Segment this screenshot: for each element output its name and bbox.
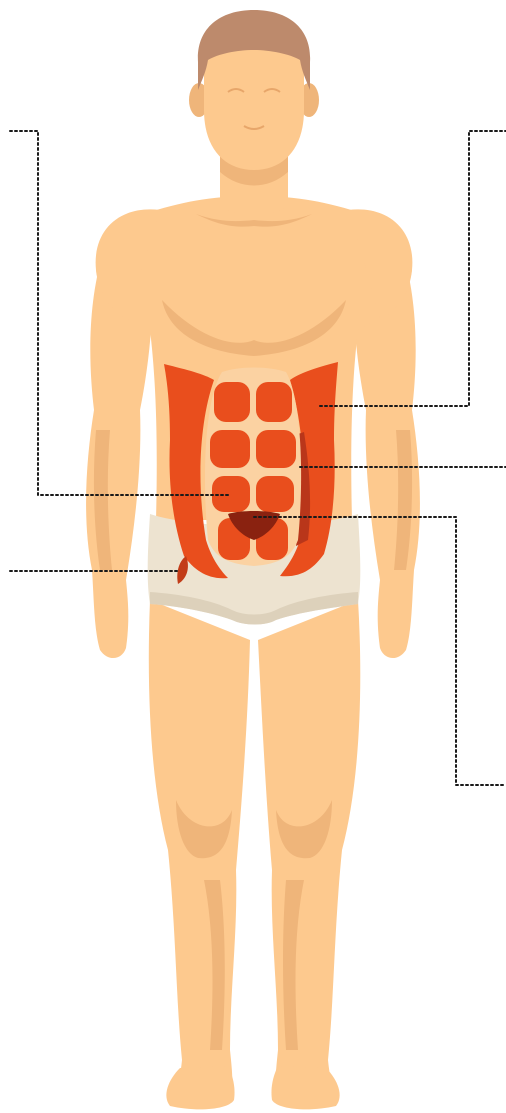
abdominal-muscles	[164, 362, 338, 584]
rectus-segment-2l	[210, 430, 250, 468]
rectus-segment-3r	[256, 476, 294, 512]
right-foot	[271, 1066, 339, 1109]
rectus-segment-2r	[256, 430, 296, 468]
rectus-segment-1r	[256, 382, 292, 422]
left-foot	[166, 1066, 234, 1109]
rectus-segment-1l	[214, 382, 250, 422]
